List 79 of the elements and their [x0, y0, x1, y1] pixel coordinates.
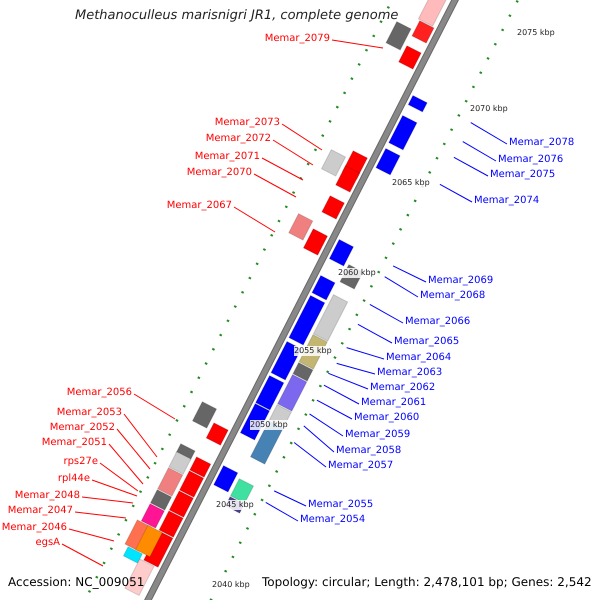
gene-label: Memar_2061: [361, 397, 426, 409]
gene-label: Memar_2070: [186, 167, 252, 179]
gene-label: Memar_2073: [214, 117, 280, 129]
leader-line: [265, 502, 298, 522]
leader-line: [254, 174, 296, 198]
leader-line: [328, 372, 368, 390]
leader-line: [336, 362, 376, 374]
leader-line: [439, 184, 472, 202]
gene-label: Memar_2059: [345, 429, 410, 441]
leader-line: [453, 156, 488, 176]
gene-label: Memar_2079: [264, 33, 330, 45]
leader-line: [116, 428, 150, 470]
leader-line: [282, 124, 322, 150]
gene-label: Memar_2053: [56, 407, 122, 419]
gene-label: Memar_2067: [166, 200, 232, 212]
leader-line: [462, 141, 496, 162]
leader-line: [369, 304, 404, 324]
leader-line: [124, 414, 158, 458]
leader-line: [272, 140, 314, 166]
scale-label: 2075 kbp: [517, 28, 555, 38]
gene-label: Memar_2078: [509, 137, 574, 149]
gene-label: Memar_2046: [2, 522, 67, 534]
leader-line: [384, 276, 418, 298]
leader-line: [323, 384, 360, 404]
leader-line: [74, 512, 126, 518]
leader-line: [82, 496, 134, 504]
gene-label: egsA: [35, 537, 60, 549]
leader-line: [274, 490, 306, 506]
gene-label: Memar_2056: [66, 387, 132, 399]
gene-label: Memar_2057: [328, 460, 394, 472]
scale-label: 2060 kbp: [338, 268, 376, 278]
scale-label: 2045 kbp: [216, 500, 254, 510]
gene-label: Memar_2066: [405, 316, 470, 328]
gene-label: Memar_2048: [14, 490, 80, 502]
leader-line: [234, 206, 276, 232]
gene-label: Memar_2047: [8, 505, 73, 517]
leader-line: [357, 324, 392, 344]
leader-line: [316, 400, 352, 420]
gene-label: Memar_2069: [428, 275, 494, 287]
scale-label: 2055 kbp: [294, 346, 332, 356]
leader-line: [392, 265, 426, 282]
gene-label: Memar_2051: [42, 437, 107, 449]
scale-label: 2065 kbp: [392, 178, 430, 188]
leader-line: [92, 480, 138, 496]
gene-label: rpl44e: [58, 473, 90, 485]
gene-label: Memar_2072: [206, 133, 271, 145]
leader-line: [134, 394, 176, 420]
scale-label: 2040 kbp: [212, 580, 250, 590]
gene-label: Memar_2071: [194, 151, 260, 163]
title: Methanoculleus marisnigri JR1, complete genome: [74, 10, 398, 22]
leader-line: [303, 425, 334, 452]
gene-label: Memar_2064: [386, 352, 452, 364]
leader-line: [346, 347, 384, 360]
gene-label: rps27e: [63, 456, 98, 468]
gene-label: Memar_2052: [50, 422, 115, 434]
leader-line: [309, 413, 344, 436]
gene-label: Memar_2068: [420, 290, 486, 302]
gene-label: Memar_2060: [354, 412, 420, 424]
gene-label: Memar_2054: [300, 514, 366, 526]
scale-label: 2050 kbp: [250, 420, 288, 430]
gene-label: Memar_2063: [377, 367, 442, 379]
leader-line: [108, 444, 144, 484]
gene-label: Memar_2075: [490, 169, 556, 181]
gene-label: Memar_2055: [308, 499, 374, 511]
footer-text: Accession: NC_009051: [8, 574, 144, 590]
scale-label: 2070 kbp: [470, 104, 508, 114]
gene-label: Memar_2074: [474, 195, 540, 207]
leader-line: [294, 442, 326, 468]
leader-line: [262, 158, 304, 180]
gene-label: Memar_2058: [336, 445, 402, 457]
leader-line: [68, 528, 114, 542]
leader-line: [332, 40, 384, 48]
footer-text: Topology: circular; Length: 2,478,101 bp; Genes: 2,542: [262, 574, 592, 590]
leader-line: [100, 462, 138, 492]
leader-line: [470, 122, 508, 144]
gene-label: Memar_2062: [370, 382, 436, 394]
gene-label: Memar_2065: [394, 336, 460, 348]
leader-line: [62, 544, 104, 566]
gene-label: Memar_2076: [498, 154, 564, 166]
